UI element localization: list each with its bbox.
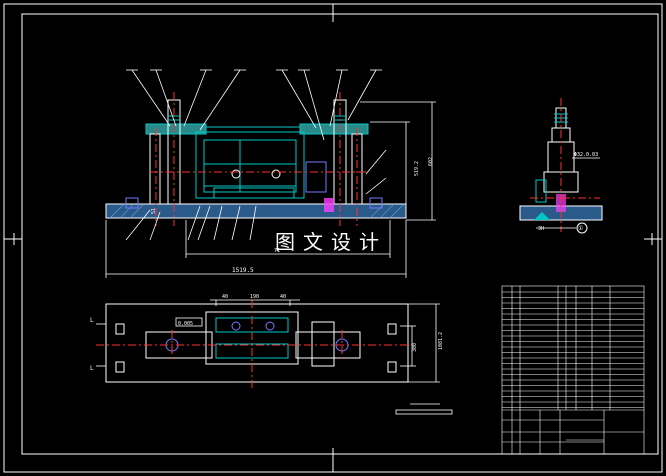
plan-width-dim: 1081.2 — [438, 332, 444, 350]
workpiece — [195, 131, 305, 199]
overall-length-dim: 1519.5 — [232, 267, 254, 274]
side-view: Φ32.0.03 3H ① — [519, 98, 603, 234]
sub-length-dim: 71 — [274, 248, 280, 254]
parts-list-rows — [502, 291, 644, 408]
height-sub-dim: 519.2 — [414, 161, 420, 176]
title-block-lower — [502, 409, 644, 454]
front-view: 51 1519.5 71 519.2 602 — [105, 69, 436, 278]
plan-inner-dim: 300 — [412, 343, 418, 352]
height-overall-dim: 602 — [428, 157, 434, 166]
centering-marks — [4, 4, 662, 472]
side-dim-label: Φ32.0.03 — [574, 152, 598, 158]
plan-view: 0.005 40 190 40 300 1081.2 L L — [90, 294, 453, 415]
section-marker-top: L — [90, 317, 94, 324]
top-dim-c: 40 — [280, 294, 286, 300]
detail-circle-label: ① — [578, 225, 583, 232]
watermark: 图文设计 — [275, 230, 387, 254]
side-small-label: 3H — [538, 226, 544, 232]
top-dim-a: 40 — [222, 294, 228, 300]
top-dim-b: 190 — [250, 294, 259, 300]
left-small-dim: 51 — [151, 208, 157, 214]
tolerance-box: 0.005 — [178, 321, 193, 327]
section-marker-bottom: L — [90, 365, 94, 372]
title-block — [501, 285, 645, 455]
top-crossbar-left — [145, 123, 207, 135]
